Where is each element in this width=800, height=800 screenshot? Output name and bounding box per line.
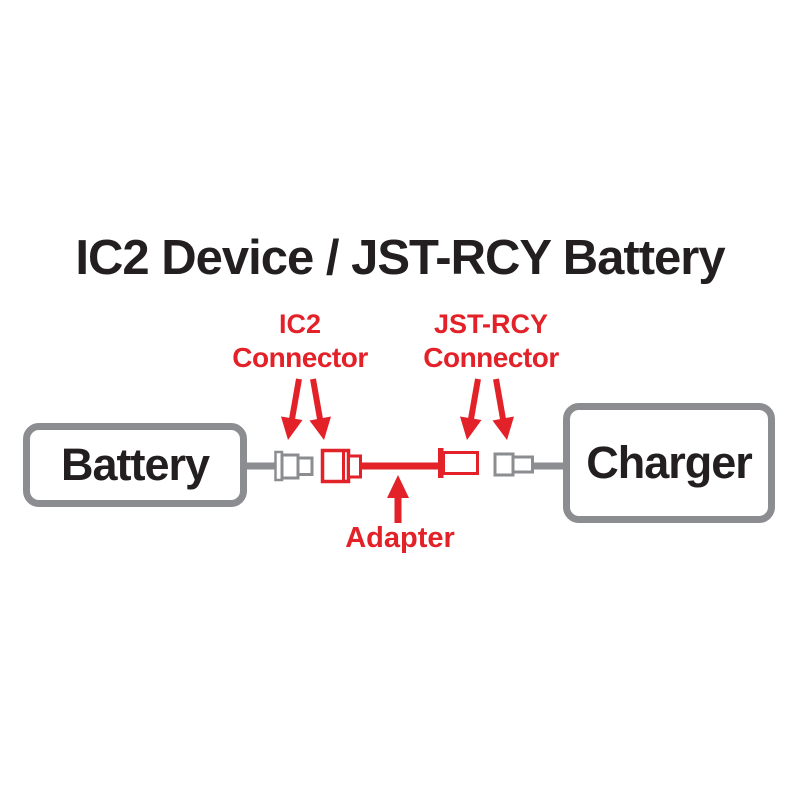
jst-rcy-connector-label-line2: Connector: [423, 342, 559, 373]
ic2-connector-label-line1: IC2: [278, 309, 322, 339]
ic2-connector-label: IC2 Connector: [232, 307, 368, 375]
jst-rcy-connector-label-line1: JST-RCY: [433, 309, 549, 339]
jst-rcy-arrow-right-icon: [492, 378, 514, 440]
adapter-jst-rcy-connector: [438, 448, 479, 478]
charger-box-label: Charger: [586, 437, 753, 488]
adapter-ic2-connector: [320, 448, 362, 484]
page-title: IC2 Device / JST-RCY Battery: [75, 231, 725, 285]
ic2-arrow-left-icon: [281, 378, 303, 440]
ic2-arrow-right-icon: [309, 378, 331, 440]
adapter-arrow-icon: [387, 475, 409, 523]
charger-jst-rcy-battery-connector: [493, 452, 534, 477]
battery-box-label: Battery: [60, 439, 210, 490]
charger-box: Charger: [563, 403, 775, 523]
jst-rcy-arrow-left-icon: [460, 378, 482, 440]
battery-ic2-device-connector: [274, 450, 314, 482]
jst-rcy-connector-label: JST-RCY Connector: [423, 307, 559, 375]
ic2-connector-label-line2: Connector: [232, 342, 368, 373]
adapter-label: Adapter: [345, 522, 455, 554]
battery-box: Battery: [23, 423, 247, 507]
